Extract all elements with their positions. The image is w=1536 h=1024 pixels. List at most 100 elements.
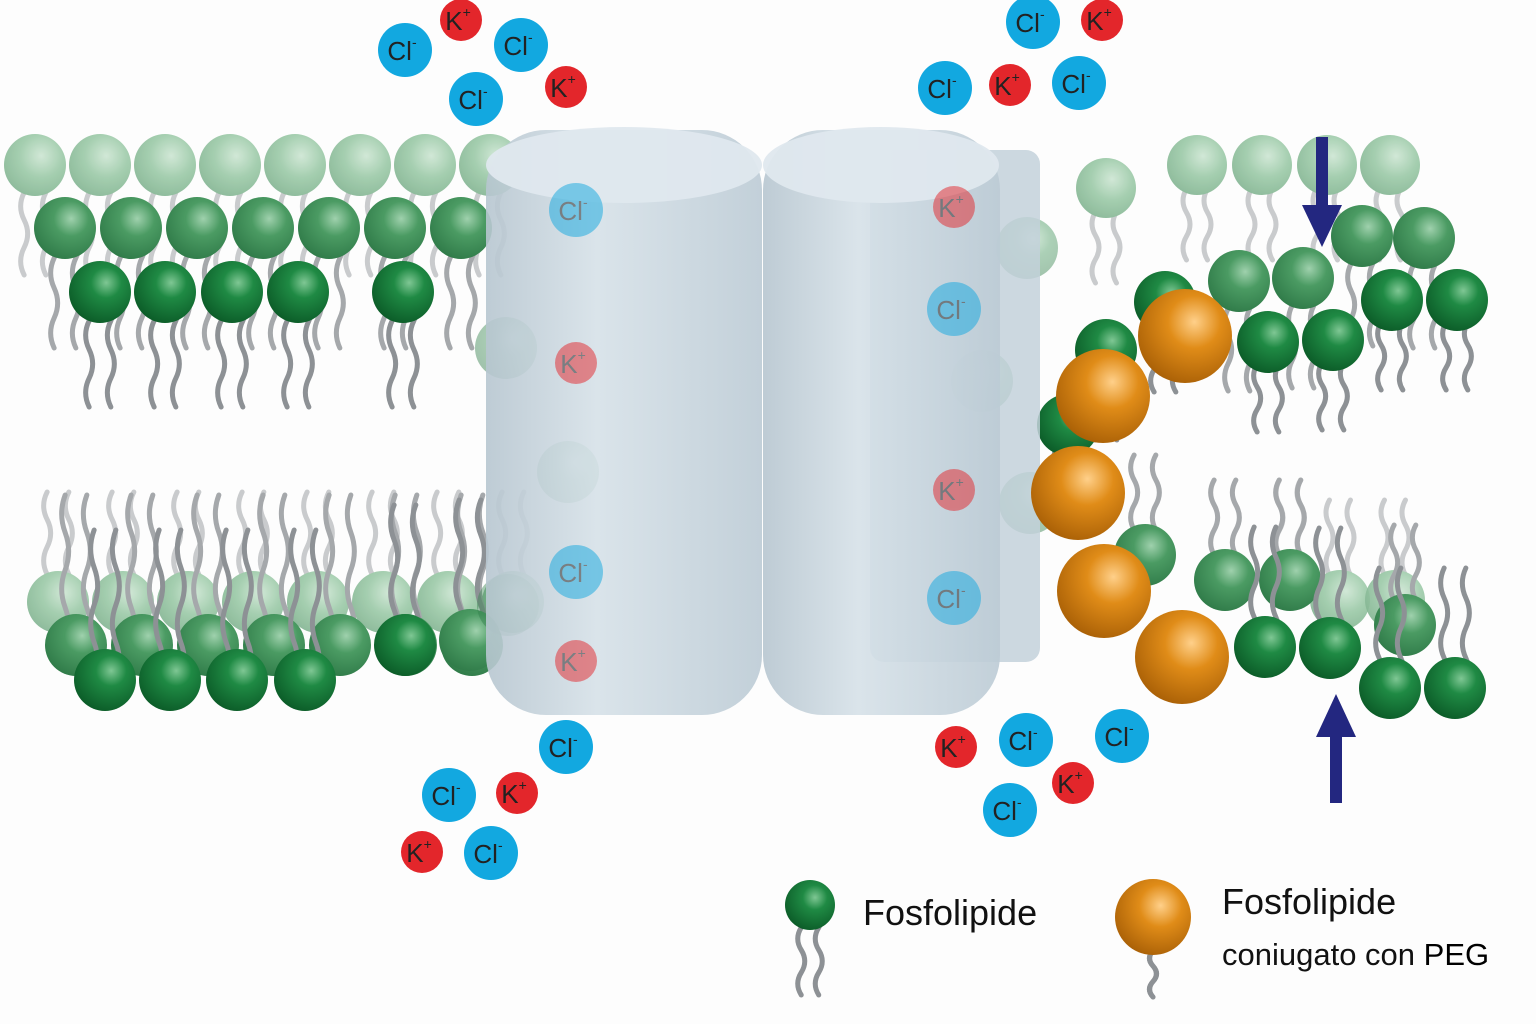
lipid-head bbox=[329, 134, 391, 196]
ion-circle bbox=[555, 342, 597, 384]
ion-circle bbox=[999, 713, 1053, 767]
ion-circle bbox=[539, 720, 593, 774]
legend-phospholipid-label: Fosfolipide bbox=[863, 892, 1037, 933]
phospholipid bbox=[1237, 311, 1299, 435]
peg-head bbox=[1135, 610, 1229, 704]
phospholipid bbox=[134, 261, 196, 410]
lipid-head bbox=[1208, 250, 1270, 312]
lipid-head bbox=[1302, 309, 1364, 371]
chloride-ion: Cl- bbox=[999, 713, 1053, 767]
lipid-head bbox=[1232, 135, 1292, 195]
ion-circle bbox=[494, 18, 548, 72]
chloride-ion: Cl- bbox=[1095, 709, 1149, 763]
phospholipid bbox=[201, 261, 263, 410]
lipid-head bbox=[69, 261, 131, 323]
chloride-ion: Cl- bbox=[422, 768, 476, 822]
lipid-head bbox=[1076, 158, 1136, 218]
phospholipid bbox=[69, 261, 131, 410]
lipid-head bbox=[1393, 207, 1455, 269]
legend-phospholipid-icon bbox=[785, 880, 835, 998]
potassium-ion: K+ bbox=[401, 831, 443, 873]
peg-phospholipid bbox=[1138, 289, 1232, 383]
potassium-ion: K+ bbox=[989, 64, 1031, 106]
lipid-head bbox=[134, 261, 196, 323]
phospholipid bbox=[92, 489, 154, 633]
ion-circle bbox=[927, 282, 981, 336]
channel-left-cylinder bbox=[486, 130, 762, 715]
legend: Fosfolipide Fosfolipide coniugato con PE… bbox=[785, 879, 1489, 1000]
phospholipid bbox=[352, 489, 414, 633]
phospholipid bbox=[274, 527, 336, 711]
potassium-ion: K+ bbox=[1052, 762, 1094, 804]
ion-circle bbox=[464, 826, 518, 880]
phospholipid bbox=[139, 527, 201, 711]
ion-circle bbox=[933, 186, 975, 228]
phospholipid bbox=[1302, 309, 1364, 433]
lipid-head bbox=[785, 880, 835, 930]
phospholipid bbox=[1194, 477, 1256, 611]
chloride-ion: Cl- bbox=[918, 61, 972, 115]
peg-head bbox=[1138, 289, 1232, 383]
potassium-ion: K+ bbox=[555, 342, 597, 384]
ion-circle bbox=[422, 768, 476, 822]
lipid-head bbox=[166, 197, 228, 259]
lipid-head bbox=[267, 261, 329, 323]
lipid-head bbox=[100, 197, 162, 259]
peg-head bbox=[1115, 879, 1191, 955]
ion-circle bbox=[549, 183, 603, 237]
phospholipid bbox=[1374, 522, 1436, 656]
phospholipid bbox=[372, 261, 434, 410]
lipid-head bbox=[430, 197, 492, 259]
potassium-ion: K+ bbox=[933, 469, 975, 511]
lipid-head bbox=[1424, 657, 1486, 719]
peg-phospholipid bbox=[1031, 446, 1125, 540]
potassium-ion: K+ bbox=[440, 0, 482, 41]
lipid-head bbox=[1374, 594, 1436, 656]
chloride-ion: Cl- bbox=[983, 783, 1037, 837]
lipid-head bbox=[199, 134, 261, 196]
channel-right-top bbox=[763, 127, 999, 203]
channel-right-cylinder bbox=[763, 130, 1000, 715]
ion-circle bbox=[1081, 0, 1123, 41]
peg-head bbox=[1057, 544, 1151, 638]
phospholipid bbox=[1234, 524, 1296, 678]
phospholipid bbox=[1232, 135, 1292, 263]
phospholipid bbox=[206, 527, 268, 711]
peg-phospholipid bbox=[1057, 544, 1151, 638]
lipid-head bbox=[364, 197, 426, 259]
lipid-head bbox=[1361, 269, 1423, 331]
lipid-head bbox=[1360, 135, 1420, 195]
ions: Cl-Cl-Cl-Cl-Cl-Cl-Cl-Cl-Cl-Cl-Cl-Cl-K+K+… bbox=[378, 0, 1149, 880]
chloride-ion: Cl- bbox=[539, 720, 593, 774]
phospholipid bbox=[74, 527, 136, 711]
ion-circle bbox=[989, 64, 1031, 106]
potassium-ion: K+ bbox=[1081, 0, 1123, 41]
chloride-ion: Cl- bbox=[494, 18, 548, 72]
peg-head bbox=[1031, 446, 1125, 540]
phospholipid bbox=[27, 489, 89, 633]
lipid-head bbox=[1359, 657, 1421, 719]
phospholipid bbox=[785, 880, 835, 998]
lipid-head bbox=[74, 649, 136, 711]
lipid-head bbox=[1331, 205, 1393, 267]
ion-circle bbox=[378, 23, 432, 77]
ion-circle bbox=[545, 66, 587, 108]
chloride-ion: Cl- bbox=[549, 545, 603, 599]
potassium-ion: K+ bbox=[555, 640, 597, 682]
ion-circle bbox=[1052, 56, 1106, 110]
lipid-head bbox=[1237, 311, 1299, 373]
lipid-head bbox=[372, 261, 434, 323]
channel-left-top bbox=[486, 127, 762, 203]
peg-phospholipid bbox=[1056, 349, 1150, 443]
phospholipid bbox=[157, 489, 219, 633]
lipid-head bbox=[1426, 269, 1488, 331]
lipid-head bbox=[264, 134, 326, 196]
arrow-up-icon bbox=[1316, 694, 1356, 803]
lipid-head bbox=[394, 134, 456, 196]
phospholipid bbox=[1299, 525, 1361, 679]
ion-circle bbox=[927, 571, 981, 625]
legend-peg-label-line1: Fosfolipide bbox=[1222, 881, 1396, 922]
peg-phospholipid bbox=[1135, 610, 1229, 704]
ion-circle bbox=[1006, 0, 1060, 49]
